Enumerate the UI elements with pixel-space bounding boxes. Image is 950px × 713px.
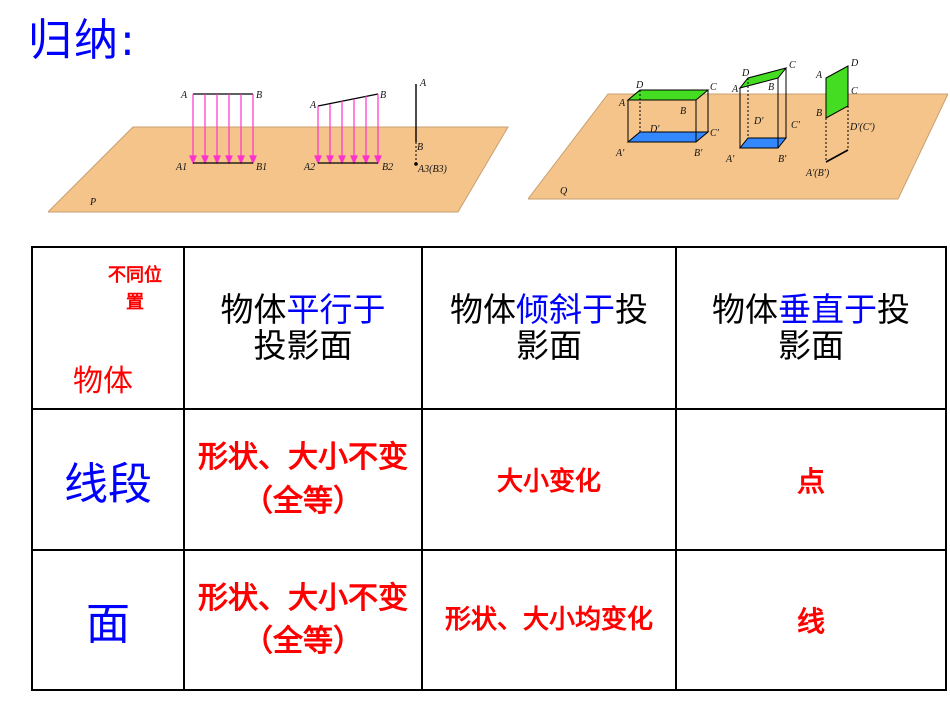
svg-text:A: A <box>309 100 317 111</box>
cell-segment-perpendicular: 点 <box>675 408 947 551</box>
plane-label: P <box>89 197 96 208</box>
svg-text:B': B' <box>694 148 703 159</box>
header-perpendicular: 物体垂直于投影面 <box>675 246 947 410</box>
svg-text:B: B <box>816 108 822 119</box>
svg-text:B: B <box>768 82 774 93</box>
svg-text:C: C <box>851 86 858 97</box>
row-label-segment: 线段 <box>31 408 185 551</box>
svg-text:A': A' <box>725 154 735 165</box>
svg-text:B: B <box>417 142 423 153</box>
svg-text:D: D <box>741 68 750 79</box>
page-title: 归纳: <box>28 15 137 66</box>
plane-q <box>528 93 948 200</box>
svg-text:D: D <box>635 80 644 91</box>
svg-text:A: A <box>731 84 739 95</box>
svg-text:D'(C'): D'(C') <box>849 122 875 133</box>
svg-text:A': A' <box>615 148 625 159</box>
plane-projection-figure: Q D C A B D' C' A' B' D C A B D' C' A' B… <box>528 44 948 204</box>
svg-text:A3(B3): A3(B3) <box>417 164 448 175</box>
svg-text:B: B <box>256 90 262 101</box>
header-oblique: 物体倾斜于投影面 <box>421 246 677 410</box>
parallel-projectors <box>189 94 257 165</box>
svg-text:B1: B1 <box>256 162 267 173</box>
cell-segment-oblique: 大小变化 <box>421 408 677 551</box>
svg-text:B2: B2 <box>382 162 393 173</box>
plane-label: Q <box>560 186 568 197</box>
svg-text:D': D' <box>649 124 660 135</box>
summary-table: 不同位置 物体 物体平行于投影面 物体倾斜于投影面 物体垂直于投影面 线段 形状… <box>31 246 947 691</box>
corner-bottom-label: 物体 <box>73 364 133 399</box>
table-row: 面 形状、大小不变（全等） 形状、大小均变化 线 <box>31 549 947 691</box>
svg-text:A: A <box>419 78 427 89</box>
table-row: 线段 形状、大小不变（全等） 大小变化 点 <box>31 408 947 551</box>
svg-text:C': C' <box>710 128 720 139</box>
svg-text:C: C <box>789 60 796 71</box>
svg-text:A: A <box>618 98 626 109</box>
svg-text:C: C <box>710 82 717 93</box>
table-header-row: 不同位置 物体 物体平行于投影面 物体倾斜于投影面 物体垂直于投影面 <box>31 246 947 410</box>
corner-cell: 不同位置 物体 <box>31 246 185 410</box>
svg-text:A: A <box>180 90 188 101</box>
svg-text:A'(B'): A'(B') <box>805 168 830 179</box>
cell-segment-parallel: 形状、大小不变（全等） <box>183 408 423 551</box>
svg-text:B: B <box>380 90 386 101</box>
row-label-face: 面 <box>31 549 185 691</box>
oblique-projectors <box>314 94 382 165</box>
cell-face-perpendicular: 线 <box>675 549 947 691</box>
svg-text:A: A <box>815 70 823 81</box>
svg-text:D': D' <box>753 116 764 127</box>
cell-face-oblique: 形状、大小均变化 <box>421 549 677 691</box>
segment-projection-figure: P A B A1 B1 A B A2 B2 <box>48 72 518 222</box>
svg-text:A2: A2 <box>303 162 315 173</box>
svg-text:B': B' <box>778 154 787 165</box>
svg-text:D: D <box>850 58 859 69</box>
header-parallel: 物体平行于投影面 <box>183 246 423 410</box>
corner-top-label: 不同位置 <box>108 265 162 313</box>
svg-text:C': C' <box>791 120 801 131</box>
cell-face-parallel: 形状、大小不变（全等） <box>183 549 423 691</box>
plane-p <box>48 126 509 213</box>
svg-text:B: B <box>680 106 686 117</box>
svg-text:A1: A1 <box>175 162 187 173</box>
